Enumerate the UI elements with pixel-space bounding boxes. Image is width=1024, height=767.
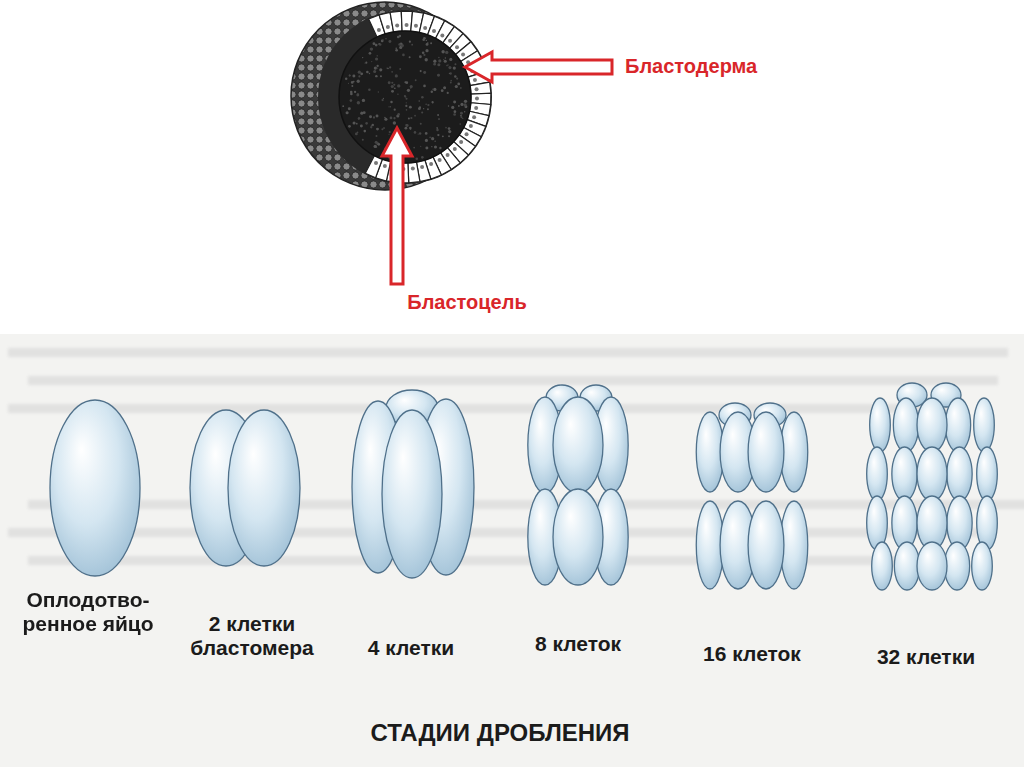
stage-label: Оплодотво- ренное яйцо (22, 588, 154, 635)
part-label: Бластоцель (407, 291, 527, 313)
pointer-arrow (465, 52, 612, 82)
stage-label: 32 клетки (851, 645, 1001, 669)
stage-label: 16 клеток (677, 642, 827, 666)
photo-ground (0, 334, 1024, 767)
stage-label: 2 клетки бластомера (177, 612, 327, 659)
caption: СТАДИИ ДРОБЛЕНИЯ (370, 720, 629, 747)
pointer-arrow (382, 128, 412, 284)
stage-label: 4 клетки (336, 636, 486, 660)
stage-label: 8 клеток (503, 632, 653, 656)
part-label: Бластодерма (625, 55, 757, 77)
faded-print (8, 348, 1024, 565)
embryo-cells (50, 383, 997, 590)
